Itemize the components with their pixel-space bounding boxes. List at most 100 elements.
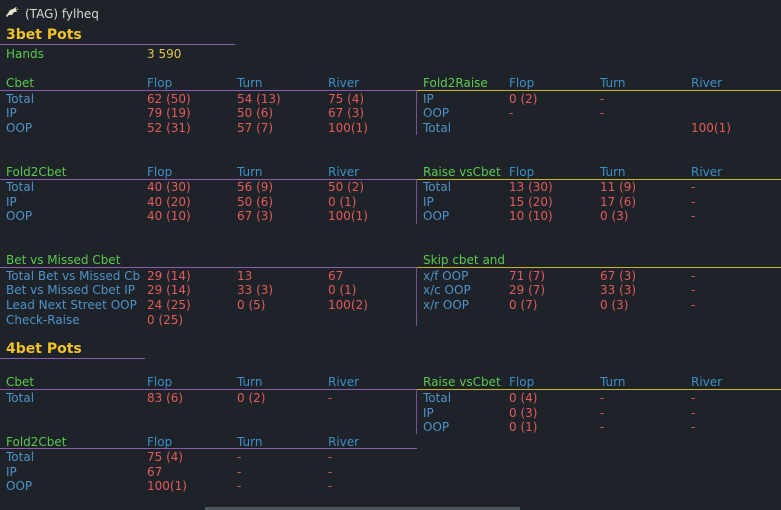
cell-value: 0 (3)	[509, 406, 538, 420]
fold2raise-title: Fold2Raise	[423, 76, 488, 90]
row-label: IP	[423, 92, 434, 106]
cell-value: 0 (3)	[600, 298, 629, 312]
horizontal-scrollbar[interactable]	[205, 507, 520, 510]
row-label: Total	[423, 121, 452, 135]
row-label: x/c OOP	[423, 283, 471, 297]
cell-value: 52 (31)	[147, 121, 191, 135]
col-header-flop: Flop	[147, 435, 173, 449]
col-header-river: River	[328, 76, 360, 90]
col-header-turn: Turn	[237, 435, 263, 449]
cell-value: -	[237, 465, 242, 479]
col-header-flop: Flop	[147, 76, 173, 90]
cell-value: -	[600, 391, 605, 405]
cell-value: 15 (20)	[509, 195, 553, 209]
col-header-river: River	[328, 435, 360, 449]
cell-value: 67	[147, 465, 163, 479]
col-header-flop: Flop	[147, 375, 173, 389]
section-underline-4bet	[0, 358, 145, 359]
row-label: Total	[423, 180, 452, 194]
cell-value: 57 (7)	[237, 121, 274, 135]
cell-value: 0 (7)	[509, 298, 538, 312]
row-label: Total Bet vs Missed Cb	[6, 269, 141, 283]
col-header-flop: Flop	[509, 76, 535, 90]
section-underline-3bet	[0, 44, 235, 45]
cell-value: 71 (7)	[509, 269, 546, 283]
cell-value: 62 (50)	[147, 92, 191, 106]
row-label: IP	[423, 195, 434, 209]
cell-value: 75 (4)	[328, 92, 365, 106]
col-header-river: River	[691, 165, 723, 179]
cell-value: 50 (6)	[237, 106, 274, 120]
col-header-river: River	[691, 76, 723, 90]
hands-label: Hands	[6, 47, 44, 61]
betvsmissed-title: Bet vs Missed Cbet	[6, 253, 121, 267]
cell-value: -	[328, 450, 333, 464]
cell-value: 10 (10)	[509, 209, 553, 223]
raisevscbet-title: Raise vsCbet	[423, 375, 501, 389]
cell-value: 0 (1)	[509, 420, 538, 434]
cell-value: 100(1)	[147, 479, 187, 493]
cbet-title: Cbet	[6, 375, 35, 389]
row-label: OOP	[423, 420, 450, 434]
cell-value: 33 (3)	[237, 283, 274, 297]
cell-value: -	[600, 420, 605, 434]
row-label: Total	[423, 391, 452, 405]
cell-value: 100(1)	[328, 121, 368, 135]
table-divider	[417, 90, 781, 91]
row-label: IP	[6, 465, 17, 479]
cell-value: 0 (2)	[237, 391, 266, 405]
cell-value: 0 (4)	[509, 391, 538, 405]
cell-value: -	[237, 450, 242, 464]
raisevscbet-title: Raise vsCbet	[423, 165, 501, 179]
cell-value: 100(1)	[691, 121, 731, 135]
fold2cbet-title: Fold2Cbet	[6, 435, 67, 449]
row-label: OOP	[6, 121, 33, 135]
row-label: OOP	[6, 479, 33, 493]
column-divider	[416, 389, 417, 434]
cell-value: 40 (20)	[147, 195, 191, 209]
cell-value: 0 (5)	[237, 298, 266, 312]
cell-value: 75 (4)	[147, 450, 184, 464]
col-header-turn: Turn	[600, 375, 626, 389]
cell-value: 13 (30)	[509, 180, 553, 194]
col-header-flop: Flop	[147, 165, 173, 179]
cell-value: -	[691, 391, 696, 405]
cell-value: -	[691, 209, 696, 223]
section-title-3bet: 3bet Pots	[6, 27, 82, 43]
cell-value: -	[691, 195, 696, 209]
col-header-turn: Turn	[600, 76, 626, 90]
fold2cbet-title: Fold2Cbet	[6, 165, 67, 179]
cell-value: 29 (7)	[509, 283, 546, 297]
table-divider	[417, 267, 781, 268]
cbet-title: Cbet	[6, 76, 35, 90]
table-divider	[0, 90, 417, 91]
hands-value: 3 590	[147, 47, 182, 61]
cell-value: 40 (30)	[147, 180, 191, 194]
col-header-turn: Turn	[237, 165, 263, 179]
cell-value: -	[691, 420, 696, 434]
cell-value: -	[691, 283, 696, 297]
cell-value: -	[691, 406, 696, 420]
col-header-river: River	[328, 165, 360, 179]
cell-value: -	[509, 106, 514, 120]
cell-value: 67 (3)	[328, 106, 365, 120]
window-title: (TAG) fylheq	[25, 7, 99, 21]
cell-value: -	[328, 479, 333, 493]
cell-value: 17 (6)	[600, 195, 637, 209]
col-header-flop: Flop	[509, 165, 535, 179]
row-label: OOP	[6, 209, 33, 223]
cell-value: -	[328, 391, 333, 405]
cell-value: 100(2)	[328, 298, 368, 312]
skipcbet-title: Skip cbet and	[423, 253, 506, 267]
cell-value: 50 (2)	[328, 180, 365, 194]
cell-value: 0 (1)	[328, 195, 357, 209]
table-divider	[0, 389, 417, 390]
row-label: Lead Next Street OOP	[6, 298, 137, 312]
row-label: Total	[6, 391, 35, 405]
col-header-turn: Turn	[600, 165, 626, 179]
column-divider	[416, 179, 417, 224]
col-header-turn: Turn	[237, 375, 263, 389]
row-label: OOP	[423, 209, 450, 223]
table-divider	[417, 389, 781, 390]
